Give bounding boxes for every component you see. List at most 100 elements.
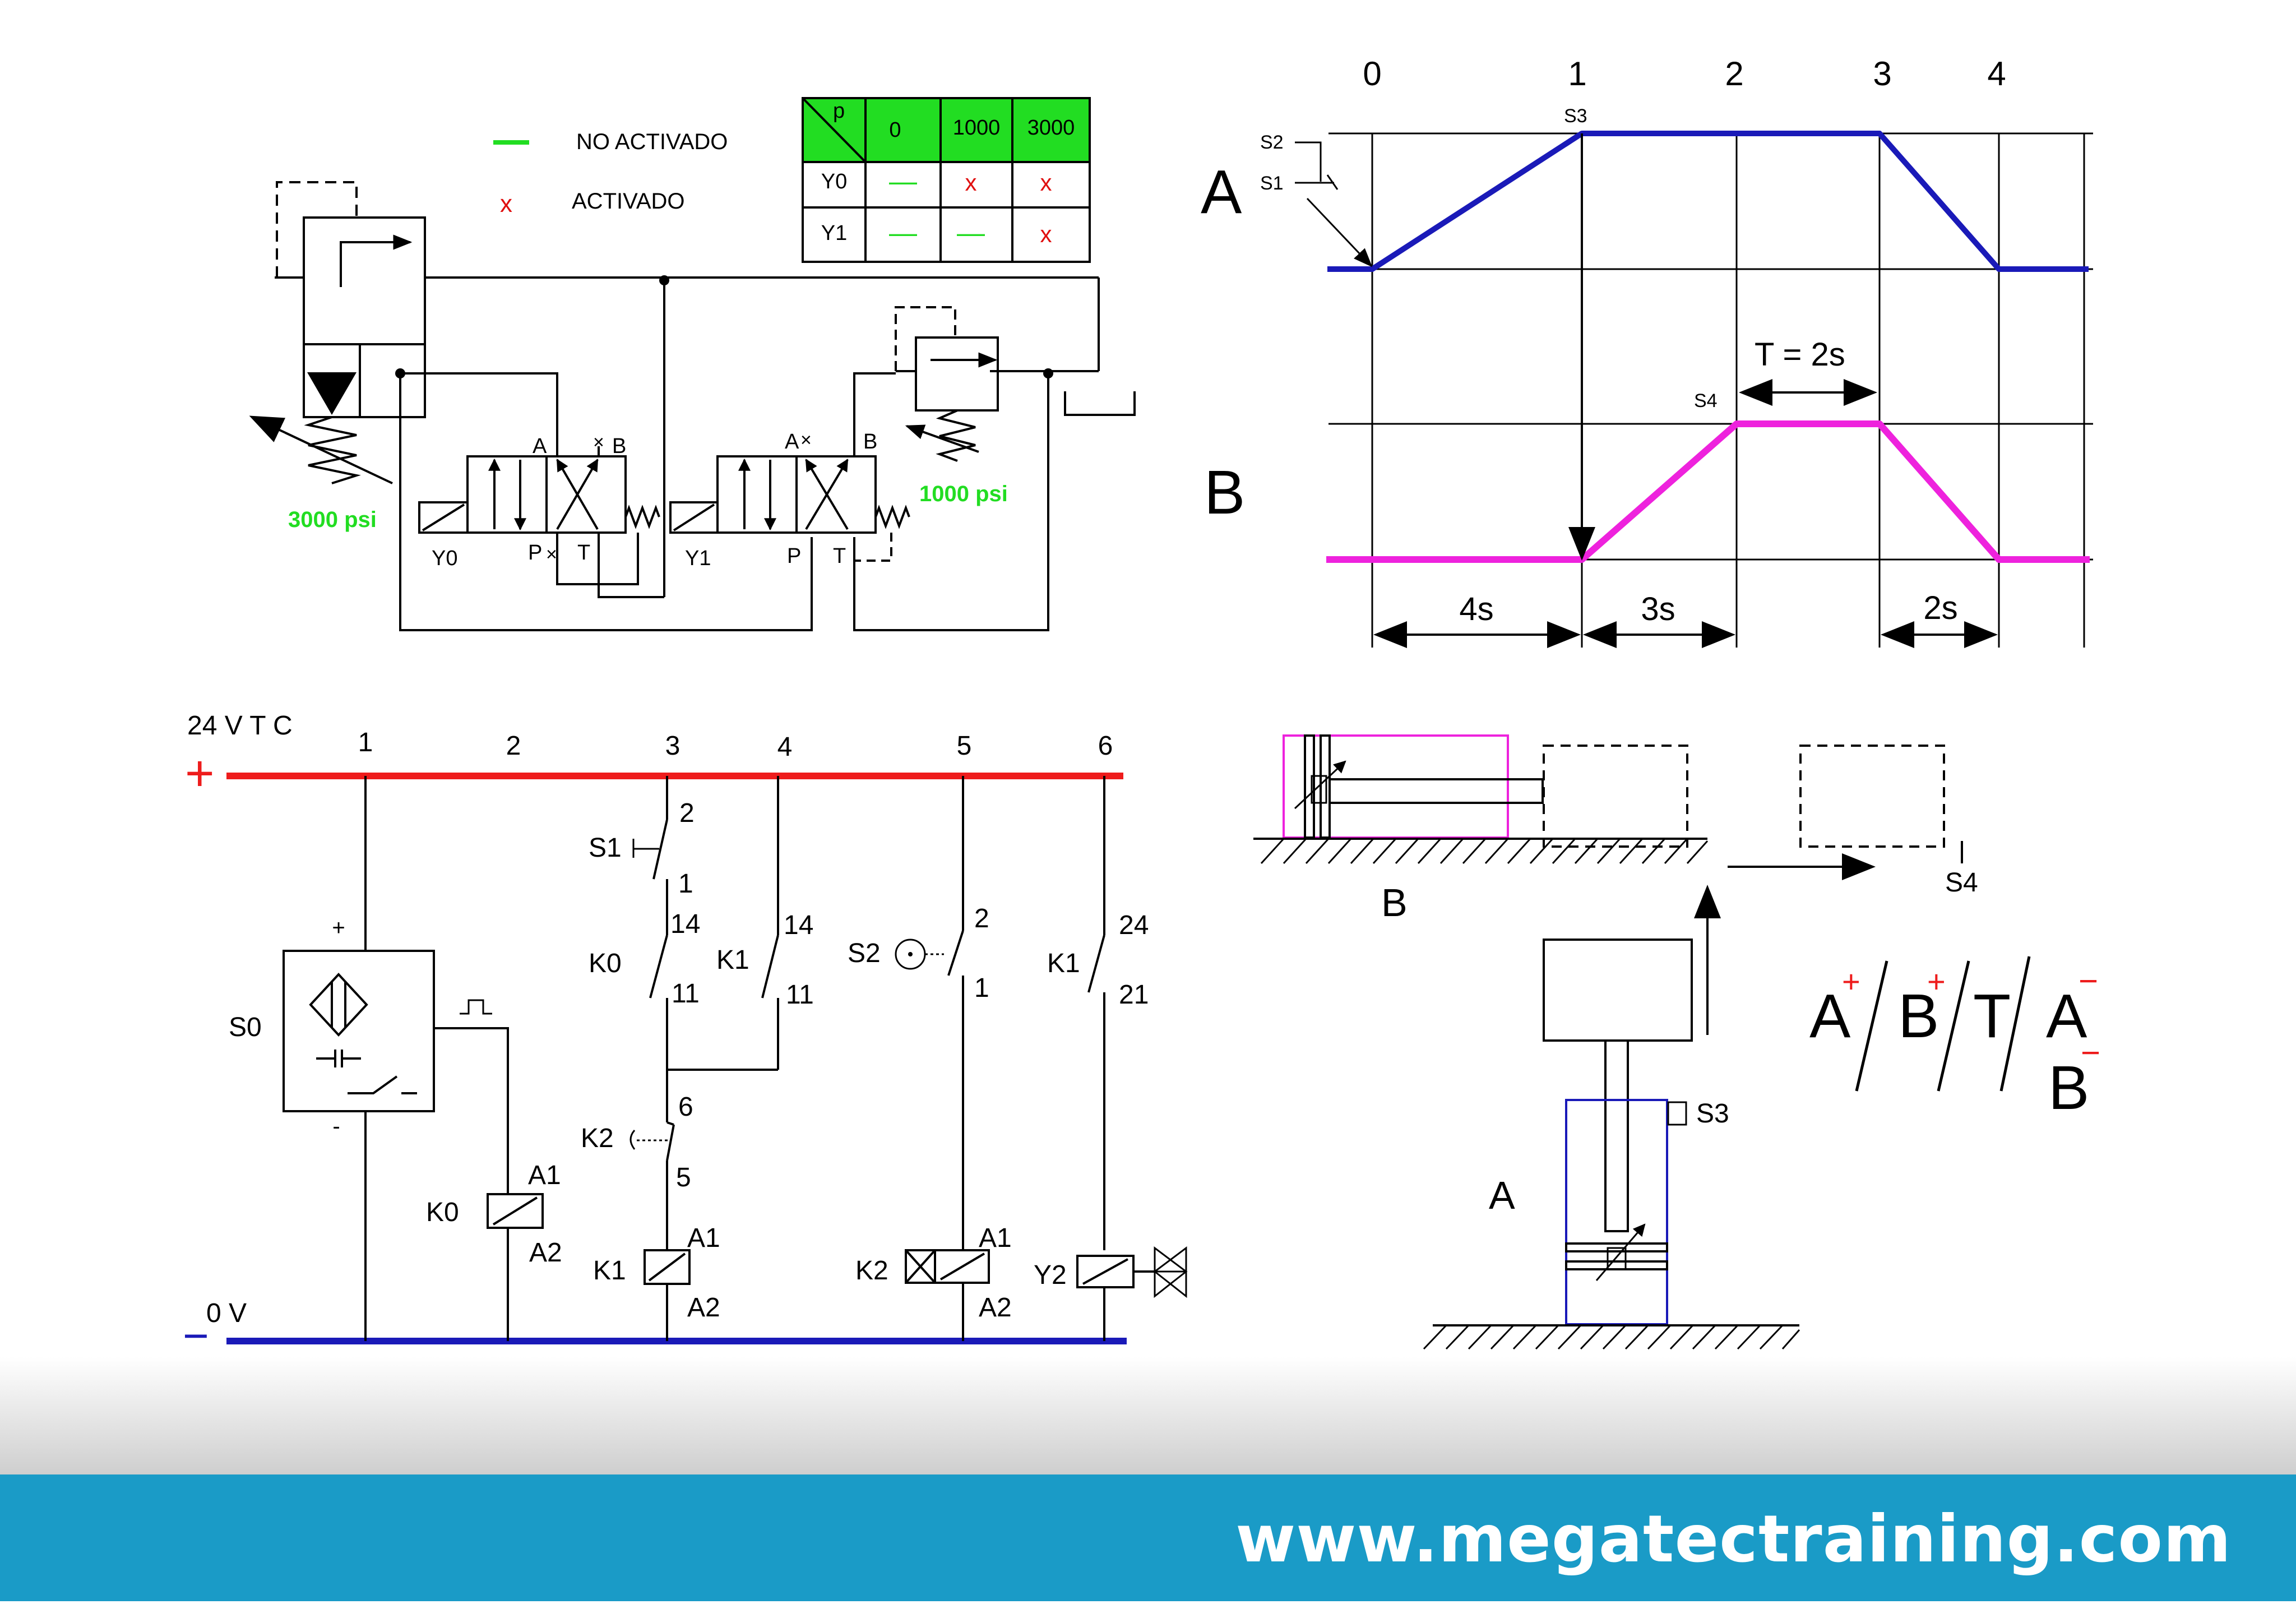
table-cell-y0-0: — — [889, 165, 917, 197]
k0-coil — [487, 1193, 544, 1229]
seq-1-sign: + — [1842, 964, 1860, 999]
valve1-solenoid-label: Y0 — [432, 547, 457, 570]
valve2-port-b: B — [863, 430, 877, 454]
seq-5-sign: − — [2081, 1034, 2100, 1071]
s2-top: 2 — [974, 904, 989, 933]
s0-proximity-sensor — [283, 950, 435, 1112]
ladder-diagram: 24 V T C + 0 V − 1 2 3 4 5 6 + - S0 A1 A… — [183, 711, 1188, 1361]
s0-minus: - — [332, 1114, 340, 1139]
timing-s4-label: S4 — [1694, 390, 1718, 412]
ladder-rung-3: 3 — [665, 731, 681, 761]
valve2-solenoid-label: Y1 — [685, 547, 711, 570]
k2-coil-a2: A2 — [979, 1293, 1012, 1323]
ladder-supply-label: 24 V T C — [187, 711, 293, 741]
ladder-rung-2: 2 — [506, 731, 521, 761]
footer-bar: www.megatectraining.com — [0, 1474, 2296, 1601]
ladder-zero-v-label: 0 V — [206, 1298, 247, 1328]
seq-5-letter: B — [2048, 1053, 2089, 1122]
valve1-port-t: T — [577, 541, 590, 565]
table-cell-y0-3000: x — [1040, 169, 1052, 196]
ladder-minus-sign: − — [183, 1311, 209, 1361]
cylinder-a-body — [1565, 1099, 1668, 1325]
hydraulic-circuit: NO ACTIVADO x ACTIVADO p 0 1000 3000 Y0 … — [249, 97, 1136, 631]
ladder-rung-5: 5 — [957, 731, 972, 761]
ladder-plus-sign: + — [185, 746, 215, 802]
k2-contact-bottom: 5 — [676, 1163, 691, 1192]
k2-coil-label: K2 — [855, 1256, 888, 1286]
timing-step-2: 2 — [1725, 55, 1743, 93]
seq-4-sign: − — [2079, 962, 2098, 1000]
table-pressure-1000: 1000 — [953, 116, 1001, 140]
seq-4-letter: A — [2046, 982, 2087, 1051]
ladder-rung-6: 6 — [1098, 731, 1113, 761]
k1-hold-bottom: 11 — [786, 980, 814, 1010]
timing-duration-3s: 3s — [1641, 591, 1675, 627]
seq-3-letter: T — [1973, 982, 2011, 1051]
valve1-port-b: B — [612, 434, 626, 458]
directional-valve-y1: A × B P T Y1 — [669, 372, 910, 570]
load-a-block — [1543, 939, 1693, 1042]
s2-bottom: 1 — [974, 973, 989, 1003]
timing-trace-b — [1326, 420, 2090, 563]
timing-step-3: 3 — [1873, 55, 1891, 93]
solenoid-state-table: p 0 1000 3000 Y0 Y1 — x x — — x — [802, 97, 1091, 263]
k1-coil-a1: A1 — [687, 1223, 720, 1253]
seq-2-sign: + — [1927, 964, 1946, 999]
main-relief-valve: 3000 psi — [249, 181, 426, 532]
ladder-rung-1: 1 — [358, 728, 373, 757]
ladder-rung-4: 4 — [777, 732, 793, 762]
table-cell-y1-1000: — — [957, 217, 985, 248]
mechanism-cylinder-a-label: A — [1489, 1173, 1515, 1217]
timing-step-4: 4 — [1987, 55, 2006, 93]
footer-website-link[interactable]: www.megatectraining.com — [1235, 1501, 2232, 1577]
table-corner-label: p — [833, 99, 845, 123]
k2-timer-icon — [629, 1130, 636, 1150]
k1-contact-label: K1 — [1047, 949, 1080, 978]
timing-diagram: 0 1 2 3 4 A B S2 S1 S3 S4 T = 2s 4s 3s 2… — [1201, 55, 2093, 648]
seq-2-letter: B — [1898, 982, 1939, 1051]
s0-output-pulse-icon — [460, 999, 492, 1015]
mechanism-s4-label: S4 — [1945, 868, 1978, 898]
s2-label: S2 — [848, 939, 881, 968]
s2-contact — [947, 930, 964, 976]
k0-coil-a2: A2 — [529, 1238, 562, 1268]
k1-contact-bottom: 21 — [1119, 980, 1149, 1010]
timing-step-1: 1 — [1568, 55, 1586, 93]
secondary-relief-valve: 1000 psi — [895, 306, 1008, 506]
s1-label: S1 — [589, 833, 622, 863]
k1-hold-label: K1 — [716, 945, 749, 975]
seq-1-letter: A — [1809, 982, 1851, 1051]
timing-s3-label: S3 — [1564, 105, 1587, 127]
relief-main-pressure: 3000 psi — [288, 507, 377, 532]
timing-cylinder-b-label: B — [1204, 458, 1245, 527]
relief-secondary-pressure: 1000 psi — [919, 482, 1008, 506]
timing-s2-label: S2 — [1260, 132, 1284, 153]
timing-trace-a — [1327, 131, 2089, 272]
s0-label: S0 — [229, 1013, 262, 1042]
k1-hold-top: 14 — [784, 910, 813, 940]
table-cell-y1-3000: x — [1040, 221, 1052, 247]
k0-contact-bottom: 11 — [672, 979, 700, 1009]
legend-active-label: ACTIVADO — [572, 189, 685, 214]
valve2-port-t: T — [833, 544, 846, 568]
table-row-y1-label: Y1 — [821, 221, 847, 245]
sequence-notation: A + B + T A − B − — [1809, 956, 2100, 1122]
k1-contact-24 — [1087, 935, 1105, 993]
valve2-port-a: A — [785, 430, 799, 454]
k0-coil-label: K0 — [426, 1198, 459, 1227]
mechanism-sketch: S4 B S3 A A + B + T A − B − — [1253, 734, 2100, 1350]
valve1-p-mark: × — [546, 544, 557, 565]
timing-s1-label: S1 — [1260, 173, 1284, 194]
table-pressure-0: 0 — [889, 118, 901, 142]
table-cell-y1-0: — — [889, 217, 917, 248]
table-cell-y0-1000: x — [965, 169, 977, 196]
load-b-dashed — [1543, 745, 1688, 848]
k0-contact-top: 14 — [670, 909, 700, 939]
directional-valve-y0: A B × P × T Y0 — [418, 432, 660, 585]
legend-active-mark: x — [500, 190, 512, 218]
mechanism-s3-label: S3 — [1696, 1099, 1729, 1129]
k2-contact-label: K2 — [581, 1124, 614, 1153]
footer-shadow — [0, 1357, 2296, 1474]
k1-coil-a2: A2 — [687, 1293, 720, 1323]
